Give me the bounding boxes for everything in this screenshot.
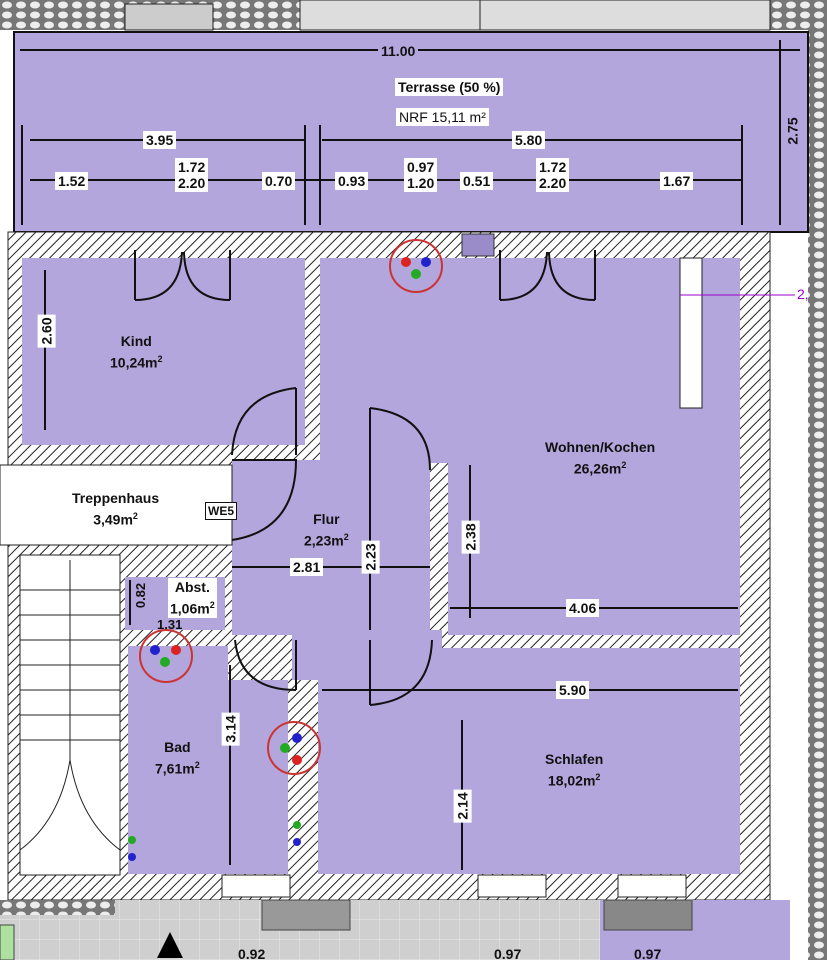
paving [115,900,600,960]
north-arrow-icon [157,932,183,958]
dim-7-top: 1.72 [539,159,567,175]
room-area: 7,61m [155,760,195,777]
dim-bottom-2: 0.97 [494,946,522,962]
area-unit: 2 [157,354,163,364]
room-bad [128,646,228,874]
room-name: Kind [120,333,152,349]
dim-bad-depth: 3.14 [221,712,240,746]
dim-2-top: 1.72 [178,159,206,175]
dim-abst-depth: 0.82 [133,582,149,609]
room-name: Schlafen [545,751,604,767]
room-schlafen [318,648,740,874]
area-unit: 2 [343,532,349,542]
dim-flur-width: 2.81 [290,558,324,576]
area-unit: 2 [132,511,138,521]
area-unit: 2 [621,460,627,470]
service-symbols [128,239,443,861]
room-area: 2,23m [304,532,344,549]
dim-wohnen-width: 4.06 [566,599,600,617]
room-name: Treppenhaus [72,490,160,506]
room-area: 10,24m [110,354,158,371]
dim-5-top: 0.97 [407,159,435,175]
dim-7-bottom: 2.20 [539,175,567,191]
dim-abst-width: 1.31 [157,617,183,632]
dim-schlafen-width: 5.90 [556,681,590,699]
room-kind [22,258,305,445]
dim-8: 1.67 [660,172,694,190]
dim-4: 0.93 [335,172,369,190]
terrace-name: Terrasse (50 %) [395,78,504,96]
stair-treads [19,560,121,851]
room-area: 18,02m [547,772,596,789]
dim-bottom-3: 0.97 [634,946,662,962]
dim-wohnen-depth: 2.38 [461,520,480,554]
room-label-flur: Flur 2,23m2 [304,510,349,550]
room-label-kind: Kind 10,24m2 [110,332,163,372]
dim-bottom-1: 0.92 [238,946,266,962]
terrace-area [13,31,809,233]
dim-right-edge: 2, [797,286,809,302]
area-unit: 2 [194,760,200,770]
dim-kind-depth: 2.60 [37,314,56,348]
room-name: Bad [164,739,191,755]
room-flur [232,460,430,635]
dim-terrace-depth: 2.75 [783,114,802,148]
dim-schlafen-depth: 2.14 [453,789,472,823]
dim-5-bottom: 1.20 [407,175,435,191]
doors [134,250,596,706]
dim-1: 1.52 [55,172,89,190]
room-area: 26,26m [573,460,622,477]
room-label-abst: Abst. 1,06m2 [168,578,217,618]
room-area: 3,49m [93,511,133,528]
dim-right-span: 5.80 [512,131,546,149]
room-label-treppenhaus: Treppenhaus 3,49m2 [72,489,159,529]
room-label-wohnen: Wohnen/Kochen 26,26m2 [545,438,655,478]
dim-2-bottom: 2.20 [178,175,206,191]
area-unit: 2 [595,772,601,782]
room-name: Wohnen/Kochen [545,439,656,455]
room-area: 1,06m [170,600,210,617]
terrace-area-label: NRF 15,11 m² [396,108,489,126]
dim-3: 0.70 [262,172,296,190]
room-treppenhaus [0,464,233,546]
room-label-bad: Bad 7,61m2 [155,738,200,778]
dim-6: 0.51 [460,172,494,190]
dim-left-span: 3.95 [143,131,177,149]
room-name: Flur [313,511,340,527]
unit-tag: WE5 [205,502,238,520]
dim-flur-depth: 2.23 [361,540,380,574]
room-label-schlafen: Schlafen 18,02m2 [545,750,603,790]
area-unit: 2 [209,600,215,610]
room-name: Abst. [174,579,210,595]
room-wohnen [320,258,740,635]
dim-total-width: 11.00 [378,42,419,60]
